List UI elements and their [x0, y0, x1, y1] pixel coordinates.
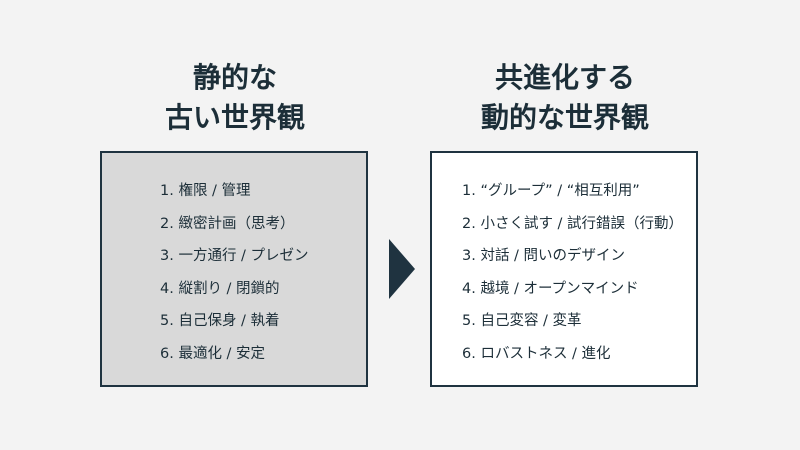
old-worldview-item: 3. 一方通行 / プレゼン — [160, 248, 309, 264]
old-worldview-list: 1. 権限 / 管理 2. 緻密計画（思考） 3. 一方通行 / プレゼン 4.… — [160, 175, 309, 370]
old-worldview-item: 5. 自己保身 / 執着 — [160, 313, 280, 329]
new-worldview-item: 2. 小さく試す / 試行錯誤（行動） — [462, 215, 684, 232]
transition-arrow-icon — [389, 239, 415, 299]
old-worldview-heading: 静的な 古い世界観 — [85, 58, 385, 138]
new-worldview-item: 4. 越境 / オープンマインド — [462, 280, 639, 297]
new-worldview-heading-line1: 共進化する — [494, 61, 635, 94]
new-worldview-panel: 1. “グループ” / “相互利用” 2. 小さく試す / 試行錯誤（行動） 3… — [430, 151, 698, 387]
new-worldview-heading: 共進化する 動的な世界観 — [415, 58, 715, 138]
new-worldview-heading-line2: 動的な世界観 — [480, 101, 649, 134]
new-worldview-item: 1. “グループ” / “相互利用” — [462, 183, 640, 199]
new-worldview-item: 6. ロバストネス / 進化 — [462, 345, 611, 362]
old-worldview-item: 2. 緻密計画（思考） — [160, 215, 295, 232]
old-worldview-item: 6. 最適化 / 安定 — [160, 345, 266, 362]
new-worldview-item: 3. 対話 / 問いのデザイン — [462, 248, 626, 264]
new-worldview-list: 1. “グループ” / “相互利用” 2. 小さく試す / 試行錯誤（行動） 3… — [462, 175, 683, 370]
old-worldview-panel: 1. 権限 / 管理 2. 緻密計画（思考） 3. 一方通行 / プレゼン 4.… — [100, 151, 368, 387]
old-worldview-item: 1. 権限 / 管理 — [160, 183, 251, 199]
old-worldview-item: 4. 縦割り / 閉鎖的 — [160, 280, 280, 297]
new-worldview-item: 5. 自己変容 / 変革 — [462, 313, 582, 329]
old-worldview-heading-line2: 古い世界観 — [164, 101, 305, 134]
old-worldview-heading-line1: 静的な — [192, 61, 277, 94]
